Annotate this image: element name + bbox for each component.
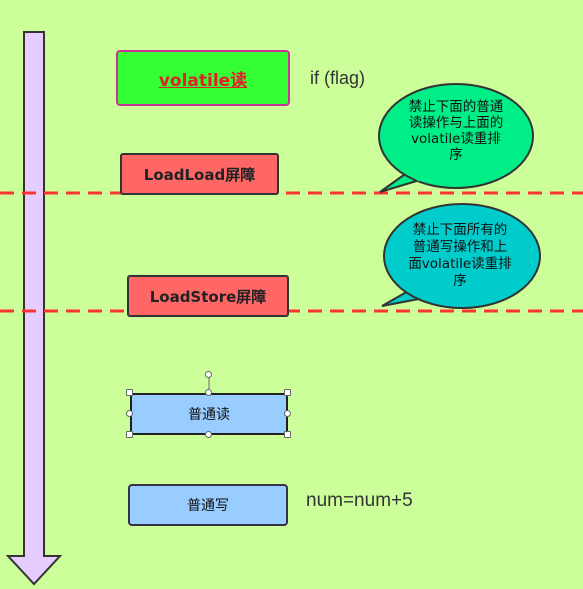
callout-line: 普通写操作和上	[412, 239, 508, 255]
flag-code-label: if (flag)	[310, 68, 366, 88]
normal-read-node[interactable]: 普通读	[130, 393, 288, 435]
callout-line: 序	[453, 273, 467, 289]
resize-handle-s[interactable]	[205, 431, 212, 438]
resize-handle-e[interactable]	[284, 410, 291, 417]
normal-write-node[interactable]: 普通写	[128, 484, 288, 526]
resize-handle-nw[interactable]	[126, 389, 133, 396]
resize-handle-n[interactable]	[205, 389, 212, 396]
timeline-arrow	[5, 31, 63, 586]
resize-handle-sw[interactable]	[126, 431, 133, 438]
loadstore-callout-ellipse	[383, 203, 541, 309]
resize-handle-w[interactable]	[126, 410, 133, 417]
callout-line: 序	[449, 147, 463, 163]
callout-line: 面volatile读重排	[408, 256, 512, 272]
loadload-barrier-node[interactable]: LoadLoad屏障	[120, 153, 279, 195]
callout-line: 禁止下面所有的	[412, 222, 508, 238]
callout-line: 禁止下面的普通	[408, 99, 504, 115]
callout-line: 读操作与上面的	[408, 115, 504, 131]
loadstore-callout-text: 禁止下面所有的 普通写操作和上 面volatile读重排 序	[390, 222, 530, 290]
callout-line: volatile读重排	[411, 131, 501, 147]
loadstore-barrier-node[interactable]: LoadStore屏障	[127, 275, 289, 317]
loadload-callout-text: 禁止下面的普通 读操作与上面的 volatile读重排 序	[388, 99, 524, 163]
num-assign-code-label: num=num+5	[306, 490, 413, 511]
rotate-handle[interactable]	[205, 371, 212, 378]
volatile-read-node[interactable]: volatile读	[116, 50, 290, 106]
loadload-callout-ellipse	[378, 83, 534, 189]
resize-handle-se[interactable]	[284, 431, 291, 438]
resize-handle-ne[interactable]	[284, 389, 291, 396]
